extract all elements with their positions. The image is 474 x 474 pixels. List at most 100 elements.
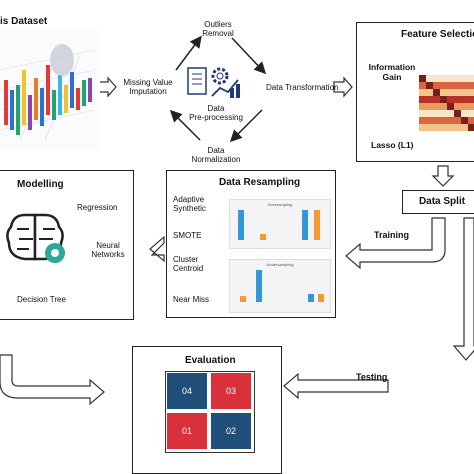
data-split-box: Data Split [402,190,474,214]
heatmap-cell [454,96,461,103]
feature-selection-title: Feature Selection [401,29,474,40]
heatmap-cell [433,110,440,117]
heatmap-cell [447,89,454,96]
model-neural-networks: Neural Networks [91,241,125,260]
undersampling-chart: Undersampling [229,259,331,313]
method-near-miss: Near Miss [173,295,210,304]
heatmap-cell [433,103,440,110]
heatmap-cell [454,82,461,89]
data-resampling-box: Data Resampling Adaptive Synthetic SMOTE… [166,170,336,318]
data-split-title: Data Split [418,196,466,207]
heatmap-cell [433,82,440,89]
heatmap-cell [433,117,440,124]
heatmap-cell [419,124,426,131]
heatmap-cell [440,82,447,89]
testing-arrow-down [452,217,474,361]
heatmap-cell [426,75,433,82]
model-regression: Regression [77,203,118,212]
heatmap-cell [419,89,426,96]
data-resampling-title: Data Resampling [219,177,301,188]
heatmap-cell [419,82,426,89]
data-transformation-label: Data Transformation [266,83,339,92]
heatmap-cell [426,110,433,117]
heatmap-cell [468,82,474,89]
heatmap-cell [447,75,454,82]
lasso-label: Lasso (L1) [371,140,414,150]
confusion-cell-br: 02 [210,412,252,450]
heatmap-cell [426,103,433,110]
arrow-feature-to-split [431,165,455,187]
information-gain-label: Information Gain [368,62,416,82]
arrow-model-to-eval [0,354,105,406]
heatmap-cell [454,103,461,110]
heatmap-cell [440,124,447,131]
heatmap-cell [461,110,468,117]
heatmap-cell [461,75,468,82]
arrow-preprocess-to-feature [333,76,353,98]
heatmap-cell [426,96,433,103]
preprocessing-gear-icon [187,67,240,98]
heatmap-cell [461,117,468,124]
evaluation-title: Evaluation [185,355,236,366]
method-smote: SMOTE [173,231,202,240]
heatmap-cell [461,103,468,110]
evaluation-box: Evaluation 04 03 01 02 [132,346,282,474]
heatmap-cell [447,117,454,124]
heatmap-cell [468,89,474,96]
heatmap-cell [461,96,468,103]
heatmap-cell [426,124,433,131]
dataset-3d-chart-image [0,30,100,150]
heatmap-cell [447,124,454,131]
heatmap-cell [440,96,447,103]
heatmap-cell [419,96,426,103]
heatmap-cell [419,103,426,110]
heatmap-cell [454,110,461,117]
heatmap-cell [419,110,426,117]
modelling-title: Modelling [17,179,64,190]
data-preprocessing-label: Data Pre-processing [189,104,243,123]
testing-label: Testing [356,372,388,382]
training-arrow [345,217,446,270]
modelling-box: Modelling Regression Neural Networks Dec… [0,170,134,320]
heatmap-cell [461,124,468,131]
heatmap-cell [454,75,461,82]
heatmap-cell [426,82,433,89]
heatmap-cell [440,89,447,96]
heatmap-cell [468,103,474,110]
heatmap-cell [419,117,426,124]
correlation-heatmap-image [419,75,474,131]
heatmap-cell [454,117,461,124]
oversampling-chart: Oversampling [229,199,331,249]
model-decision-tree: Decision Tree [17,295,66,304]
testing-arrow [283,372,389,400]
data-normalization-label: Data Normalization [191,146,241,165]
heatmap-cell [433,89,440,96]
heatmap-cell [461,89,468,96]
confusion-cell-tl: 04 [166,372,208,410]
heatmap-cell [468,110,474,117]
heatmap-cell [440,103,447,110]
method-adaptive-synthetic: Adaptive Synthetic [173,195,206,214]
heatmap-cell [440,117,447,124]
heatmap-cell [468,117,474,124]
heatmap-cell [468,75,474,82]
heatmap-cell [461,82,468,89]
heatmap-cell [433,96,440,103]
heatmap-cell [440,110,447,117]
method-cluster-centroid: Cluster Centroid [173,255,204,274]
heatmap-cell [468,96,474,103]
confusion-cell-tr: 03 [210,372,252,410]
heatmap-cell [447,110,454,117]
confusion-cell-bl: 01 [166,412,208,450]
heatmap-cell [419,75,426,82]
heatmap-cell [447,103,454,110]
missing-value-imputation-label: Missing Value Imputation [123,78,173,97]
training-label: Training [374,230,410,240]
brain-gear-icon [6,213,65,263]
heatmap-cell [426,89,433,96]
confusion-matrix: 04 03 01 02 [165,371,255,453]
feature-selection-box: Feature Selection Information Gain Lasso… [356,22,474,162]
heatmap-cell [426,117,433,124]
dataset-title: is Dataset [0,16,48,27]
